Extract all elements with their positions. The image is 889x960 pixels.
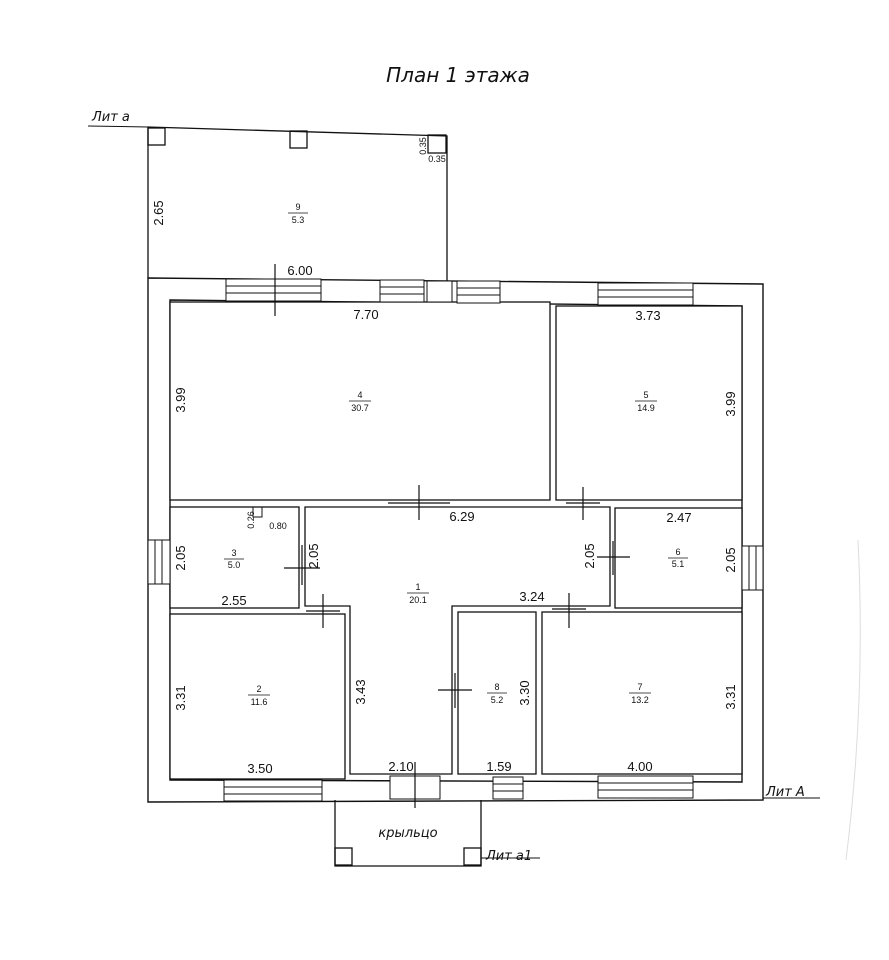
room-9-outline <box>147 126 448 282</box>
svg-text:7: 7 <box>637 682 642 692</box>
dim-corridor-door: 2.10 <box>388 759 413 774</box>
dim-r6-top: 2.47 <box>666 510 691 525</box>
svg-text:13.2: 13.2 <box>631 695 649 705</box>
dim-r2-bottom: 3.50 <box>247 761 272 776</box>
svg-text:8: 8 <box>494 682 499 692</box>
dim-r9-pillar-b: 0.35 <box>428 154 446 164</box>
room-labels: 9 5.3 4 30.7 5 14.9 3 5.0 1 20.1 6 5.1 <box>224 202 688 707</box>
dim-r3-pillar-b: 0.80 <box>269 521 287 531</box>
svg-text:9: 9 <box>295 202 300 212</box>
svg-text:1: 1 <box>415 582 420 592</box>
porch-outline <box>334 800 482 867</box>
lit-a-small-label: Лит а <box>91 110 130 125</box>
dim-r3-pillar-a: 0.26 <box>246 511 256 529</box>
room-8-label: 8 5.2 <box>487 682 507 705</box>
windows <box>147 278 764 802</box>
svg-text:6: 6 <box>675 547 680 557</box>
dim-r8-bottom: 1.59 <box>486 759 511 774</box>
room-4-label: 4 30.7 <box>349 390 371 413</box>
svg-text:20.1: 20.1 <box>409 595 427 605</box>
dim-r9-width: 6.00 <box>287 263 312 278</box>
porch-label: крыльцо <box>378 826 437 841</box>
dim-r3-left: 2.05 <box>173 545 188 570</box>
dim-r2-left: 3.31 <box>173 685 188 710</box>
dim-r9-height: 2.65 <box>151 200 166 225</box>
lit-a1-label: Лит а1 <box>485 849 532 864</box>
svg-text:5.0: 5.0 <box>228 560 241 570</box>
dim-r6-right: 2.05 <box>723 547 738 572</box>
room-3 <box>169 506 300 609</box>
room-1-label: 1 20.1 <box>407 582 429 605</box>
dim-r9-pillar-a: 0.35 <box>418 137 428 155</box>
room-5 <box>555 305 743 501</box>
room-5-label: 5 14.9 <box>635 390 657 413</box>
dim-corridor-left: 3.43 <box>353 679 368 704</box>
room-1-corridor <box>304 506 611 775</box>
plan-title: План 1 этажа <box>386 63 530 87</box>
dim-r7-bottom: 4.00 <box>627 759 652 774</box>
svg-text:5: 5 <box>643 390 648 400</box>
dim-r8-height: 3.30 <box>517 680 532 705</box>
dim-r7-right: 3.31 <box>723 684 738 709</box>
interior-walls <box>169 301 743 780</box>
dim-r4-height: 3.99 <box>173 387 188 412</box>
dim-r5-width: 3.73 <box>635 308 660 323</box>
room-7-label: 7 13.2 <box>629 682 651 705</box>
svg-text:5.3: 5.3 <box>292 215 305 225</box>
svg-text:5.2: 5.2 <box>491 695 504 705</box>
room-3-pillar <box>252 506 263 518</box>
svg-text:30.7: 30.7 <box>351 403 369 413</box>
room-3-label: 3 5.0 <box>224 548 244 570</box>
dim-r3-right: 2.05 <box>306 543 321 568</box>
svg-text:5.1: 5.1 <box>672 559 685 569</box>
svg-text:4: 4 <box>357 390 362 400</box>
room-9-label: 9 5.3 <box>288 202 308 225</box>
dim-r4-width: 7.70 <box>353 307 378 322</box>
svg-text:14.9: 14.9 <box>637 403 655 413</box>
lit-a-leader <box>87 125 149 128</box>
dim-r5-height: 3.99 <box>723 391 738 416</box>
room-2 <box>169 613 346 780</box>
dim-r3-bottom: 2.55 <box>221 593 246 608</box>
dim-corridor-right: 2.05 <box>582 543 597 568</box>
scan-artifact <box>845 539 861 861</box>
door-marks <box>274 264 630 808</box>
room-2-label: 2 11.6 <box>248 684 270 707</box>
svg-text:3: 3 <box>231 548 236 558</box>
room-6-label: 6 5.1 <box>668 547 688 569</box>
dim-corridor-bottom: 3.24 <box>519 589 544 604</box>
dim-corridor-width: 6.29 <box>449 509 474 524</box>
svg-text:11.6: 11.6 <box>251 697 268 707</box>
dimension-labels: 2.65 6.00 0.35 0.35 7.70 3.99 3.73 3.99 … <box>151 137 738 776</box>
lit-A-label: Лит А <box>765 785 805 800</box>
svg-text:2: 2 <box>256 684 261 694</box>
